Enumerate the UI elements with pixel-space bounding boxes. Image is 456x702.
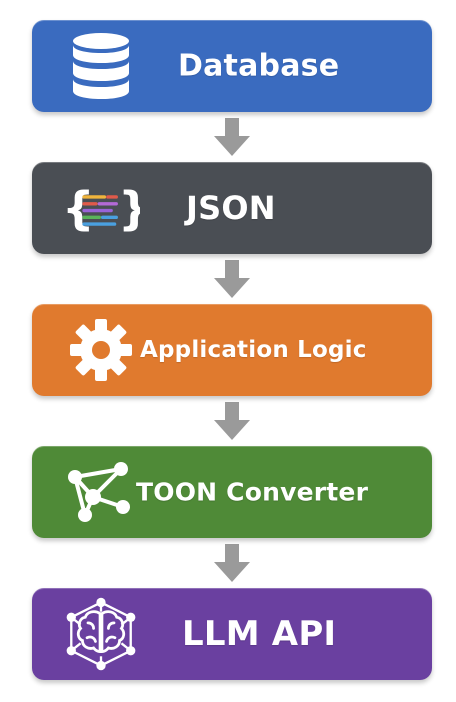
database-icon xyxy=(62,27,140,105)
llm-api-label: LLM API xyxy=(182,614,337,654)
llm-api-stage: LLM API xyxy=(32,588,432,680)
json-label: JSON xyxy=(186,189,276,227)
brain-network-icon xyxy=(62,595,140,673)
database-label: Database xyxy=(178,48,340,84)
pipeline-diagram: Database { } JSO xyxy=(32,20,432,680)
json-stage: { } JSON xyxy=(32,162,432,254)
json-braces-icon: { } xyxy=(62,169,140,247)
json-close-brace: } xyxy=(118,182,140,235)
down-arrow-4 xyxy=(32,538,432,588)
gear-icon xyxy=(62,311,140,389)
application-logic-label: Application Logic xyxy=(140,337,367,363)
down-arrow-3 xyxy=(32,396,432,446)
down-arrow-2 xyxy=(32,254,432,304)
json-open-brace: { xyxy=(62,182,95,235)
database-stage: Database xyxy=(32,20,432,112)
down-arrow-1 xyxy=(32,112,432,162)
toon-converter-label: TOON Converter xyxy=(136,477,369,507)
application-logic-stage: Application Logic xyxy=(32,304,432,396)
network-nodes-icon xyxy=(62,453,140,531)
toon-converter-stage: TOON Converter xyxy=(32,446,432,538)
